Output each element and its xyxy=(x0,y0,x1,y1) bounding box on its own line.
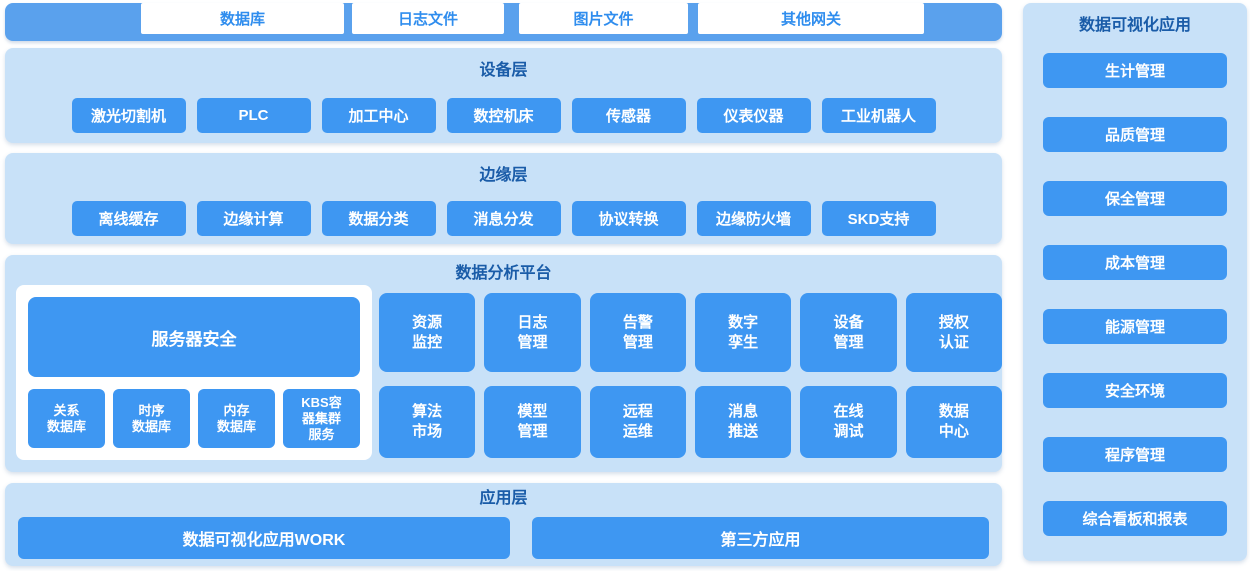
visualization-sidebar: 数据可视化应用 生计管理 品质管理 保全管理 成本管理 能源管理 安全环境 程序… xyxy=(1023,3,1247,561)
platform-module: 消息 推送 xyxy=(695,386,792,458)
gateway-item: 其他网关 xyxy=(698,3,924,34)
gateway-item: 日志文件 xyxy=(352,3,504,34)
platform-module: 远程 运维 xyxy=(589,386,686,458)
device-item: 数控机床 xyxy=(446,98,561,133)
edge-layer-items: 离线缓存 边缘计算 数据分类 消息分发 协议转换 边缘防火墙 SKD支持 xyxy=(5,201,1002,236)
edge-layer-title: 边缘层 xyxy=(479,167,528,184)
edge-item: 边缘防火墙 xyxy=(696,201,811,236)
platform-module: 设备 管理 xyxy=(800,293,897,372)
platform-module: 数据 中心 xyxy=(905,386,1002,458)
device-item: 仪表仪器 xyxy=(696,98,811,133)
gateway-item: 图片文件 xyxy=(519,3,688,34)
application-item: 数据可视化应用WORK xyxy=(18,517,510,559)
platform-module: 在线 调试 xyxy=(800,386,897,458)
application-layer-title: 应用层 xyxy=(479,490,528,507)
platform-module: 数字 孪生 xyxy=(695,293,792,372)
device-layer-items: 激光切割机 PLC 加工中心 数控机床 传感器 仪表仪器 工业机器人 xyxy=(5,98,1002,133)
platform-panel: 数据分析平台 服务器安全 关系 数据库 时序 数据库 内存 数据库 KBS容 器… xyxy=(5,255,1002,472)
server-security-box: 服务器安全 xyxy=(28,297,360,377)
sidebar-item: 安全环境 xyxy=(1043,373,1227,408)
edge-item: SKD支持 xyxy=(821,201,936,236)
database-box: 关系 数据库 xyxy=(28,389,105,448)
platform-module: 资源 监控 xyxy=(379,293,476,372)
server-security-panel: 服务器安全 关系 数据库 时序 数据库 内存 数据库 KBS容 器集群 服务 xyxy=(16,285,372,460)
platform-module: 告警 管理 xyxy=(589,293,686,372)
sidebar-item: 保全管理 xyxy=(1043,181,1227,216)
device-layer-panel: 设备层 激光切割机 PLC 加工中心 数控机床 传感器 仪表仪器 工业机器人 xyxy=(5,48,1002,143)
database-box: 时序 数据库 xyxy=(113,389,190,448)
sidebar-item: 生计管理 xyxy=(1043,53,1227,88)
database-boxes: 关系 数据库 时序 数据库 内存 数据库 KBS容 器集群 服务 xyxy=(28,389,360,448)
sidebar-item: 品质管理 xyxy=(1043,117,1227,152)
device-item: 激光切割机 xyxy=(71,98,186,133)
application-item: 第三方应用 xyxy=(532,517,989,559)
device-item: 加工中心 xyxy=(321,98,436,133)
platform-module: 授权 认证 xyxy=(905,293,1002,372)
sidebar-title: 数据可视化应用 xyxy=(1078,17,1191,34)
platform-module: 算法 市场 xyxy=(379,386,476,458)
edge-item: 离线缓存 xyxy=(71,201,186,236)
edge-item: 消息分发 xyxy=(446,201,561,236)
database-box: 内存 数据库 xyxy=(198,389,275,448)
application-layer-panel: 应用层 数据可视化应用WORK 第三方应用 xyxy=(5,483,1002,566)
edge-layer-panel: 边缘层 离线缓存 边缘计算 数据分类 消息分发 协议转换 边缘防火墙 SKD支持 xyxy=(5,153,1002,244)
device-item: 工业机器人 xyxy=(821,98,936,133)
gateway-item: 数据库 xyxy=(141,3,344,34)
device-layer-title: 设备层 xyxy=(479,62,528,79)
sidebar-items: 生计管理 品质管理 保全管理 成本管理 能源管理 安全环境 程序管理 综合看板和… xyxy=(1023,53,1247,536)
application-layer-items: 数据可视化应用WORK 第三方应用 xyxy=(5,517,1002,559)
platform-module: 日志 管理 xyxy=(484,293,581,372)
platform-module-grid: 资源 监控 日志 管理 告警 管理 数字 孪生 设备 管理 授权 认证 算法 市… xyxy=(379,293,1002,458)
database-box: KBS容 器集群 服务 xyxy=(283,389,360,448)
device-item: PLC xyxy=(196,98,311,133)
device-item: 传感器 xyxy=(571,98,686,133)
sidebar-item: 综合看板和报表 xyxy=(1043,501,1227,536)
edge-item: 数据分类 xyxy=(321,201,436,236)
edge-item: 边缘计算 xyxy=(196,201,311,236)
platform-title: 数据分析平台 xyxy=(455,265,552,282)
edge-item: 协议转换 xyxy=(571,201,686,236)
platform-module: 模型 管理 xyxy=(484,386,581,458)
sidebar-item: 能源管理 xyxy=(1043,309,1227,344)
gateway-bar: 数据库 日志文件 图片文件 其他网关 xyxy=(5,3,1002,41)
sidebar-item: 成本管理 xyxy=(1043,245,1227,280)
sidebar-item: 程序管理 xyxy=(1043,437,1227,472)
